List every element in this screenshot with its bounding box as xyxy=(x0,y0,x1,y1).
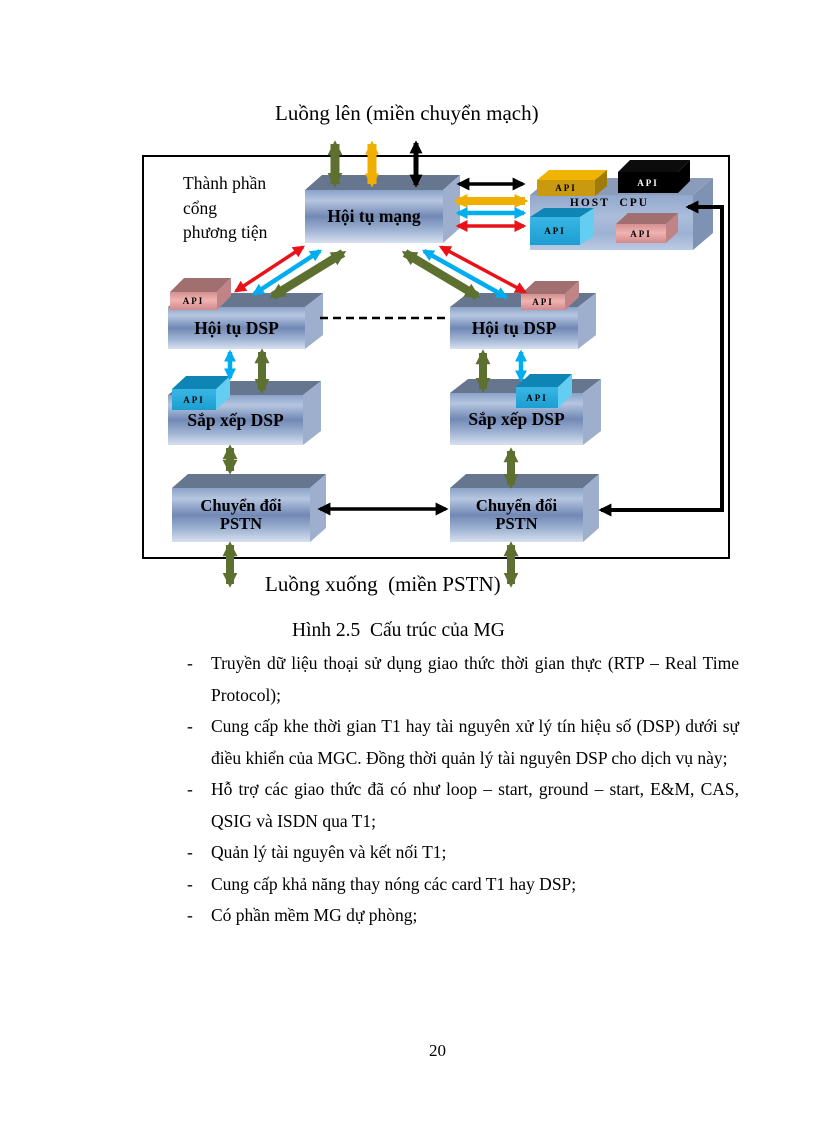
box-top-face xyxy=(305,175,460,190)
dsp-convergence-right-box: Hội tụ DSP xyxy=(450,307,578,349)
api-chip-pink: API xyxy=(616,224,666,243)
api-chip-gold: API xyxy=(537,180,595,196)
figure-caption: Hình 2.5 Cấu trúc của MG xyxy=(292,620,505,641)
list-item: - Cung cấp khả năng thay nóng các card T… xyxy=(185,869,739,901)
pstn-conversion-right-label: Chuyển đổi PSTN xyxy=(450,488,583,542)
page-number: 20 xyxy=(429,1041,446,1060)
media-gateway-component-label: Thành phần cổng phương tiện xyxy=(183,173,268,242)
dsp-convergence-right-label: Hội tụ DSP xyxy=(450,307,578,349)
bullet-marker: - xyxy=(187,653,193,673)
box-side-face xyxy=(583,379,601,445)
box-side-face xyxy=(580,208,594,245)
box-top-face xyxy=(172,474,326,488)
bullet-marker: - xyxy=(187,716,193,736)
api-chip-cyan-left-dsp: API xyxy=(172,389,216,410)
list-item: - Cung cấp khe thời gian T1 hay tài nguy… xyxy=(185,711,739,774)
box-top-face xyxy=(530,208,594,217)
api-label: API xyxy=(616,224,666,243)
api-label: API xyxy=(618,172,678,193)
api-label: API xyxy=(521,294,565,310)
network-convergence-box: Hội tụ mạng xyxy=(305,190,443,243)
pstn-conversion-left-box: Chuyển đổi PSTN xyxy=(172,488,310,542)
api-label: API xyxy=(537,180,595,196)
box-top-face xyxy=(537,170,607,180)
api-label: API xyxy=(516,387,558,408)
host-cpu-label: HOST CPU xyxy=(569,197,650,209)
api-chip-black: API xyxy=(618,172,678,193)
api-label: API xyxy=(170,292,217,310)
pstn-conversion-left-label: Chuyển đổi PSTN xyxy=(172,488,310,542)
api-label: API xyxy=(530,217,580,245)
list-item: - Có phần mềm MG dự phòng; xyxy=(185,900,739,932)
bullet-text: Cung cấp khe thời gian T1 hay tài nguyên… xyxy=(211,716,739,768)
box-top-face xyxy=(172,376,230,389)
box-side-face xyxy=(583,474,599,542)
box-side-face xyxy=(305,293,323,349)
api-chip-pink-left-dsp: API xyxy=(170,292,217,310)
api-label: API xyxy=(172,389,216,410)
list-item: - Hỗ trợ các giao thức đã có như loop – … xyxy=(185,774,739,837)
bullet-text: Hỗ trợ các giao thức đã có như loop – st… xyxy=(211,779,739,831)
box-top-face xyxy=(450,474,599,488)
list-item: - Truyền dữ liệu thoại sử dụng giao thức… xyxy=(185,648,739,711)
downstream-flow-label: Luồng xuống (miền PSTN) xyxy=(265,572,501,596)
box-top-face xyxy=(521,281,579,294)
pstn-conversion-right-box: Chuyển đổi PSTN xyxy=(450,488,583,542)
bullet-text: Có phần mềm MG dự phòng; xyxy=(211,905,418,925)
network-convergence-label: Hội tụ mạng xyxy=(305,190,443,243)
bullet-marker: - xyxy=(187,905,193,925)
api-chip-cyan: API xyxy=(530,217,580,245)
bullet-text: Truyền dữ liệu thoại sử dụng giao thức t… xyxy=(211,653,739,705)
api-chip-pink-right-dsp: API xyxy=(521,294,565,310)
dsp-convergence-left-label: Hội tụ DSP xyxy=(168,307,305,349)
bullet-text: Quản lý tài nguyên và kết nối T1; xyxy=(211,842,447,862)
box-side-face xyxy=(578,293,596,349)
bullet-marker: - xyxy=(187,873,193,894)
box-top-face xyxy=(170,278,231,292)
upstream-flow-label: Luồng lên (miền chuyển mạch) xyxy=(275,101,539,125)
bullet-marker: - xyxy=(187,842,193,862)
box-top-face xyxy=(516,374,572,387)
bullet-marker: - xyxy=(187,779,193,799)
box-side-face xyxy=(303,381,321,445)
list-item: - Quản lý tài nguyên và kết nối T1; xyxy=(185,837,739,869)
bullet-list: - Truyền dữ liệu thoại sử dụng giao thức… xyxy=(185,648,739,932)
dsp-convergence-left-box: Hội tụ DSP xyxy=(168,307,305,349)
box-top-face xyxy=(618,160,690,172)
diagram-frame xyxy=(142,155,730,559)
api-chip-cyan-right-dsp: API xyxy=(516,387,558,408)
bullet-text: Cung cấp khả năng thay nóng các card T1 … xyxy=(211,873,577,894)
